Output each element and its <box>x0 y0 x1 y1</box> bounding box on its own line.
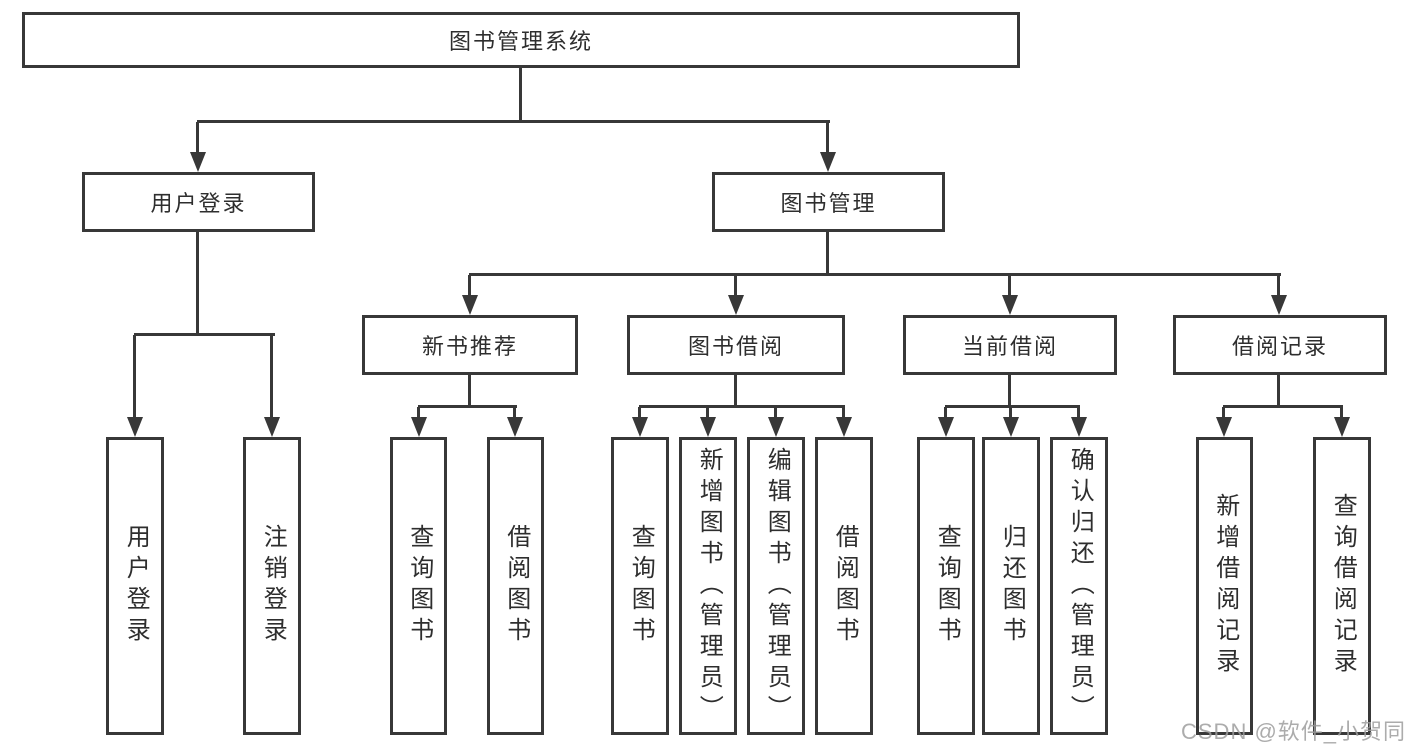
connector-arrow-down-icon <box>462 295 478 315</box>
connector-line <box>468 375 471 407</box>
connector-line <box>418 405 517 408</box>
connector-line <box>1222 407 1225 419</box>
node-current-borrowing: 当前借阅 <box>903 315 1117 375</box>
connector-line <box>639 405 845 408</box>
connector-arrow-down-icon <box>1002 295 1018 315</box>
leaf-query-books-borrowing: 查询图书 <box>611 437 669 735</box>
node-user-login-branch: 用户登录 <box>82 172 315 232</box>
connector-arrow-down-icon <box>938 417 954 437</box>
leaf-user-login: 用户登录 <box>106 437 164 735</box>
connector-line <box>944 407 947 419</box>
leaf-label: 借阅图书 <box>502 524 530 648</box>
leaf-add-books-admin: 新增图书（管理员） <box>679 437 737 735</box>
node-borrow-records: 借阅记录 <box>1173 315 1387 375</box>
node-label: 图书管理 <box>780 191 877 216</box>
leaf-label: 编辑图书（管理员） <box>763 446 791 726</box>
connector-line <box>133 335 136 419</box>
connector-line <box>826 232 829 275</box>
node-book-management: 图书管理 <box>712 172 945 232</box>
leaf-label: 注销登录 <box>259 524 287 648</box>
connector-line <box>417 407 420 419</box>
connector-arrow-down-icon <box>127 417 143 437</box>
leaf-query-books-current: 查询图书 <box>917 437 975 735</box>
connector-arrow-down-icon <box>820 152 836 172</box>
leaf-query-books-recommend: 查询图书 <box>390 437 447 735</box>
connector-line <box>519 68 522 122</box>
connector-line <box>774 407 777 419</box>
leaf-label: 查询图书 <box>627 524 655 648</box>
connector-arrow-down-icon <box>700 417 716 437</box>
connector-line <box>196 122 199 154</box>
connector-line <box>734 275 737 297</box>
connector-line <box>468 275 471 297</box>
connector-arrow-down-icon <box>190 152 206 172</box>
connector-arrow-down-icon <box>768 417 784 437</box>
node-book-borrowing: 图书借阅 <box>627 315 845 375</box>
leaf-query-borrow-record: 查询借阅记录 <box>1313 437 1371 735</box>
connector-line <box>1077 407 1080 419</box>
connector-line <box>1340 407 1343 419</box>
node-root: 图书管理系统 <box>22 12 1020 68</box>
connector-line <box>1008 375 1011 407</box>
node-label: 借阅记录 <box>1231 334 1328 359</box>
leaf-borrow-books-borrowing: 借阅图书 <box>815 437 873 735</box>
node-label: 当前借阅 <box>961 334 1058 359</box>
leaf-label: 新增图书（管理员） <box>695 446 723 726</box>
node-root-label: 图书管理系统 <box>448 29 593 54</box>
connector-line <box>1008 275 1011 297</box>
connector-arrow-down-icon <box>1003 417 1019 437</box>
connector-line <box>826 122 829 154</box>
node-label: 新书推荐 <box>421 334 518 359</box>
leaf-label: 查询图书 <box>405 524 433 648</box>
connector-arrow-down-icon <box>264 417 280 437</box>
connector-arrow-down-icon <box>1334 417 1350 437</box>
leaf-label: 查询图书 <box>933 524 961 648</box>
connector-line <box>197 120 830 123</box>
connector-line <box>945 405 1080 408</box>
leaf-return-books: 归还图书 <box>982 437 1040 735</box>
connector-line <box>1277 375 1280 407</box>
connector-arrow-down-icon <box>728 295 744 315</box>
connector-arrow-down-icon <box>411 417 427 437</box>
node-label: 图书借阅 <box>687 334 784 359</box>
leaf-label: 确认归还（管理员） <box>1066 446 1094 726</box>
leaf-label: 归还图书 <box>998 524 1026 648</box>
leaf-label: 用户登录 <box>122 524 150 648</box>
leaf-edit-books-admin: 编辑图书（管理员） <box>747 437 805 735</box>
leaf-confirm-return-admin: 确认归还（管理员） <box>1050 437 1108 735</box>
node-new-book-recommend: 新书推荐 <box>362 315 578 375</box>
connector-line <box>196 232 199 335</box>
connector-arrow-down-icon <box>1216 417 1232 437</box>
connector-arrow-down-icon <box>632 417 648 437</box>
connector-arrow-down-icon <box>1271 295 1287 315</box>
leaf-add-borrow-record: 新增借阅记录 <box>1196 437 1253 735</box>
connector-arrow-down-icon <box>836 417 852 437</box>
connector-line <box>469 273 1281 276</box>
leaf-logout: 注销登录 <box>243 437 301 735</box>
connector-line <box>842 407 845 419</box>
connector-line <box>706 407 709 419</box>
connector-line <box>134 333 275 336</box>
connector-line <box>270 335 273 419</box>
connector-arrow-down-icon <box>507 417 523 437</box>
connector-line <box>1223 405 1343 408</box>
leaf-borrow-books-recommend: 借阅图书 <box>487 437 544 735</box>
watermark: CSDN @软件_小贺同学 <box>1181 719 1405 744</box>
node-label: 用户登录 <box>150 191 247 216</box>
leaf-label: 借阅图书 <box>831 524 859 648</box>
connector-line <box>734 375 737 407</box>
connector-line <box>638 407 641 419</box>
connector-line <box>1277 275 1280 297</box>
connector-arrow-down-icon <box>1071 417 1087 437</box>
connector-line <box>1009 407 1012 419</box>
leaf-label: 查询借阅记录 <box>1329 493 1357 679</box>
connector-line <box>513 407 516 419</box>
leaf-label: 新增借阅记录 <box>1211 493 1239 679</box>
